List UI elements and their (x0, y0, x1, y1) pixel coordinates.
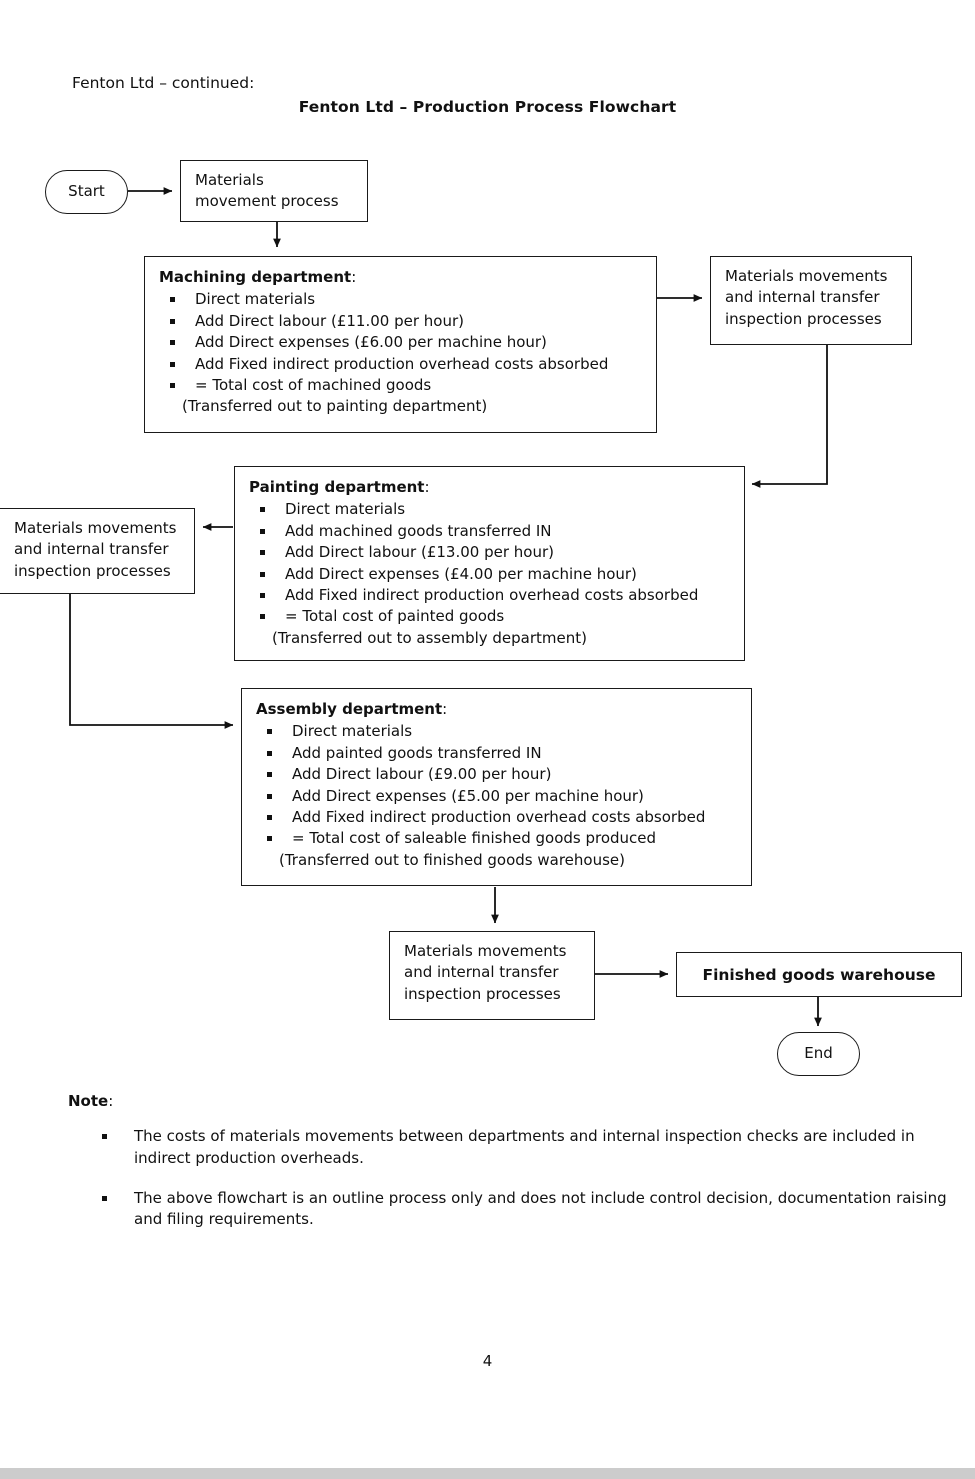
list-item: Direct materials (247, 499, 744, 520)
bullet-square-icon (260, 614, 265, 620)
materials-movement-line-2: movement process (195, 192, 339, 211)
node-painting-department[interactable]: Painting department: Direct materials Ad… (234, 466, 745, 661)
materials-movement-line-1: Materials (195, 171, 264, 189)
page-title: Fenton Ltd – Production Process Flowchar… (298, 98, 677, 116)
node-inspection-right[interactable]: Materials movements and internal transfe… (710, 256, 912, 345)
inspection-bottom-line-3: inspection processes (404, 984, 561, 1003)
inspection-right-line-2: and internal transfer (725, 288, 880, 307)
bullet-square-icon (267, 793, 272, 799)
list-item: Add Direct expenses (£4.00 per machine h… (247, 564, 744, 585)
list-item: Add Direct labour (£13.00 per hour) (247, 542, 744, 563)
note-heading: Note: (68, 1092, 948, 1110)
continued-label: Fenton Ltd – continued: (72, 74, 255, 92)
bullet-square-icon (260, 593, 265, 599)
inspection-right-line-1: Materials movements (725, 267, 888, 285)
bullet-square-icon (102, 1195, 107, 1201)
machining-items: Direct materials Add Direct labour (£11.… (157, 289, 656, 396)
inspection-bottom-line-1: Materials movements (404, 942, 567, 960)
assembly-items: Direct materials Add painted goods trans… (254, 721, 751, 850)
bullet-square-icon (260, 507, 265, 513)
list-item: The above flowchart is an outline proces… (68, 1188, 948, 1232)
inspection-left-line-1: Materials movements (14, 519, 177, 537)
bullet-square-icon (267, 836, 272, 842)
list-item: Add Direct expenses (£6.00 per machine h… (157, 332, 656, 353)
node-start[interactable]: Start (45, 170, 128, 214)
edge-inspection-right-to-painting (751, 345, 828, 488)
node-end-label: End (804, 1044, 833, 1063)
edge-inspection-left-to-assembly (69, 594, 234, 729)
bullet-square-icon (170, 361, 175, 367)
painting-items: Direct materials Add machined goods tran… (247, 499, 744, 628)
bullet-square-icon (170, 297, 175, 303)
list-item: Add Fixed indirect production overhead c… (157, 354, 656, 375)
finished-goods-warehouse-label: Finished goods warehouse (702, 965, 936, 984)
list-item: The costs of materials movements between… (68, 1126, 948, 1170)
bullet-square-icon (267, 750, 272, 756)
bullet-square-icon (267, 815, 272, 821)
bullet-square-icon (267, 772, 272, 778)
bullet-square-icon (170, 318, 175, 324)
bullet-square-icon (170, 340, 175, 346)
inspection-bottom-line-2: and internal transfer (404, 963, 559, 982)
list-item: Add painted goods transferred IN (254, 743, 751, 764)
inspection-left-line-3: inspection processes (14, 561, 171, 580)
bullet-square-icon (260, 571, 265, 577)
painting-title-colon: : (424, 478, 430, 496)
list-item: Add machined goods transferred IN (247, 521, 744, 542)
bullet-square-icon (260, 550, 265, 556)
node-assembly-department[interactable]: Assembly department: Direct materials Ad… (241, 688, 752, 886)
list-item: = Total cost of machined goods (157, 375, 656, 396)
node-end[interactable]: End (777, 1032, 860, 1076)
list-item: = Total cost of painted goods (247, 606, 744, 627)
bullet-square-icon (260, 528, 265, 534)
page-bottom-bar (0, 1468, 975, 1479)
painting-title: Painting department: (247, 477, 744, 498)
bullet-square-icon (170, 383, 175, 389)
node-inspection-bottom[interactable]: Materials movements and internal transfe… (389, 931, 595, 1020)
machining-title-text: Machining department (159, 268, 352, 286)
machining-title-colon: : (351, 268, 357, 286)
note-items: The costs of materials movements between… (68, 1126, 948, 1231)
list-item: = Total cost of saleable finished goods … (254, 828, 751, 849)
inspection-right-line-3: inspection processes (725, 309, 882, 328)
note-section: Note: The costs of materials movements b… (68, 1092, 948, 1249)
machining-tail: (Transferred out to painting department) (182, 397, 488, 416)
note-heading-colon: : (108, 1092, 114, 1110)
page-number: 4 (482, 1352, 493, 1370)
list-item: Add Direct labour (£11.00 per hour) (157, 311, 656, 332)
assembly-title: Assembly department: (254, 699, 751, 720)
list-item: Add Direct expenses (£5.00 per machine h… (254, 786, 751, 807)
inspection-left-line-2: and internal transfer (14, 540, 169, 559)
node-finished-goods-warehouse[interactable]: Finished goods warehouse (676, 952, 962, 997)
node-materials-movement-process[interactable]: Materials movement process (180, 160, 368, 222)
node-start-label: Start (68, 182, 105, 201)
assembly-tail: (Transferred out to finished goods wareh… (279, 850, 625, 869)
bullet-square-icon (102, 1134, 107, 1139)
list-item: Add Fixed indirect production overhead c… (247, 585, 744, 606)
list-item: Add Direct labour (£9.00 per hour) (254, 764, 751, 785)
machining-title: Machining department: (157, 267, 656, 288)
assembly-title-colon: : (442, 700, 448, 718)
bullet-square-icon (267, 729, 272, 735)
painting-title-text: Painting department (249, 478, 425, 496)
node-inspection-left[interactable]: Materials movements and internal transfe… (0, 508, 195, 594)
assembly-title-text: Assembly department (256, 700, 443, 718)
note-heading-text: Note (68, 1092, 109, 1110)
list-item: Direct materials (254, 721, 751, 742)
list-item: Add Fixed indirect production overhead c… (254, 807, 751, 828)
list-item: Direct materials (157, 289, 656, 310)
node-machining-department[interactable]: Machining department: Direct materials A… (144, 256, 657, 433)
painting-tail: (Transferred out to assembly department) (272, 628, 588, 647)
